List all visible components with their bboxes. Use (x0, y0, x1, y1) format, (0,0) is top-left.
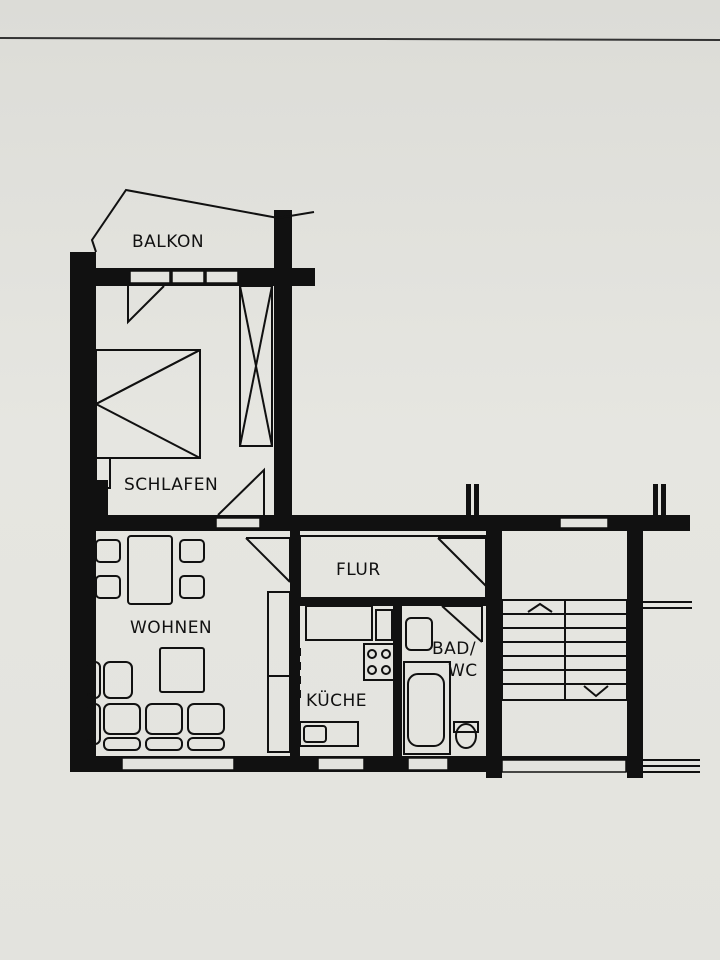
window-top-right (559, 517, 609, 529)
living-door (246, 537, 291, 582)
window-kitchen (317, 757, 365, 771)
wall-stair-right (627, 530, 643, 778)
bedroom-door (217, 467, 265, 516)
wall-apartment-right (486, 530, 502, 778)
top-rule (0, 37, 720, 41)
wall-bedroom-right (274, 210, 292, 525)
wall-stub (88, 480, 108, 520)
balcony (90, 188, 315, 253)
dining-table (127, 535, 173, 605)
pillar-3 (653, 484, 658, 516)
pillar-4 (661, 484, 666, 516)
window-balcony-2 (171, 270, 205, 284)
window-stair (501, 759, 627, 773)
living-cabinet (267, 591, 291, 753)
stove (363, 643, 395, 681)
bathtub (403, 661, 451, 755)
bath-door (442, 605, 483, 642)
wardrobe (239, 285, 273, 447)
label-balkon: BALKON (132, 232, 204, 252)
pillar-2 (474, 484, 479, 516)
wall-corridor-bottom (300, 598, 490, 606)
kitchen-counter (305, 605, 373, 641)
windows (121, 270, 627, 773)
label-kueche: KÜCHE (306, 689, 367, 711)
bathroom (403, 617, 479, 755)
label-schlafen: SCHLAFEN (124, 475, 218, 495)
stairwell (501, 599, 700, 773)
wall-kitchen-bath (393, 604, 402, 758)
walls (70, 210, 690, 778)
window-balcony-1 (129, 270, 171, 284)
label-flur: FLUR (336, 560, 381, 580)
corridor (299, 535, 487, 643)
label-bad: BAD/ (432, 639, 476, 659)
kitchen-sink (299, 721, 359, 747)
pillar-1 (466, 484, 471, 516)
label-wohnen: WOHNEN (130, 618, 212, 638)
toilet (455, 723, 477, 749)
bed (95, 349, 201, 459)
bedroom-furniture (95, 285, 273, 516)
window-living (121, 757, 235, 771)
wall-living-right (290, 530, 300, 758)
living-furniture (87, 535, 291, 753)
washbasin (405, 617, 433, 651)
label-wc: WC (448, 661, 478, 681)
window-balcony-3 (205, 270, 239, 284)
entrance-door (438, 537, 487, 586)
kitchen (299, 605, 395, 747)
window-bath (407, 757, 449, 771)
coffee-table (159, 647, 205, 693)
window-flur-top (215, 517, 261, 529)
